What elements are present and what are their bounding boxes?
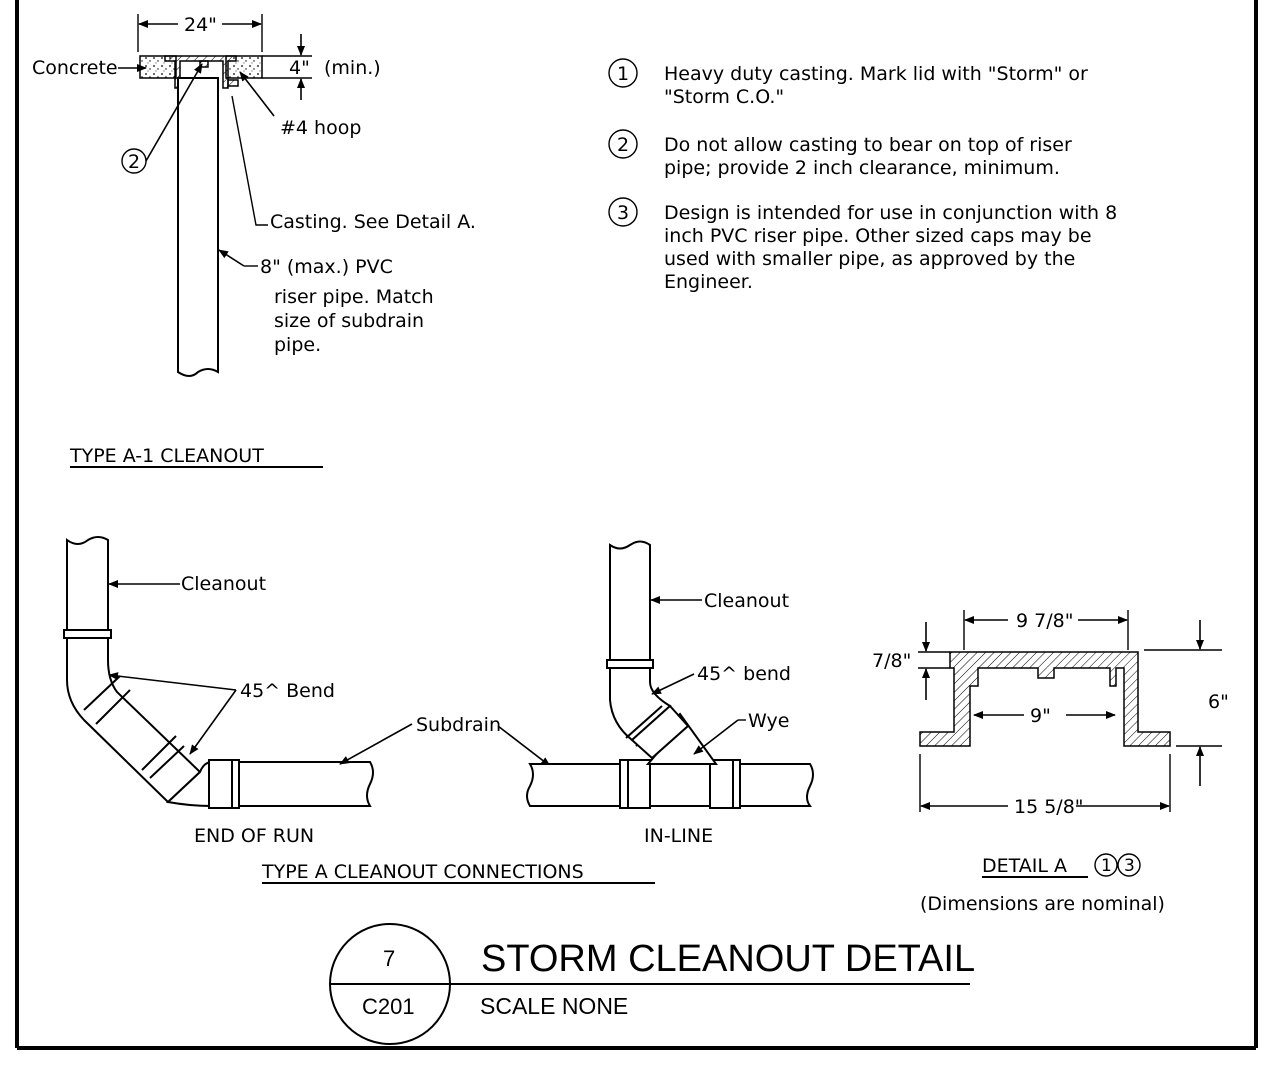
svg-text:Heavy duty casting. Mark lid: Heavy duty casting. Mark lid with "Storm… — [664, 63, 1088, 85]
sheet-number: C201 — [362, 994, 415, 1019]
in-line-figure: Cleanout 45^ bend Wye IN-LINE — [526, 540, 814, 847]
title-type-a1: TYPE A-1 CLEANOUT — [69, 445, 264, 467]
svg-text:pipe.: pipe. — [274, 334, 321, 356]
label-subdrain: Subdrain — [416, 714, 501, 736]
drawing-scale: SCALE NONE — [480, 993, 628, 1019]
dim-4-note: (min.) — [324, 57, 381, 79]
label-bend-45-inline: 45^ bend — [697, 663, 791, 685]
dim-4: 4" — [289, 57, 310, 79]
title-detail-a: DETAIL A — [982, 855, 1067, 877]
dim-9-7-8: 9 7/8" — [1016, 610, 1073, 632]
svg-text:1: 1 — [617, 63, 629, 85]
riser-pipe — [177, 77, 219, 377]
drawing-title: STORM CLEANOUT DETAIL — [481, 938, 975, 980]
note-1: 1 Heavy duty casting. Mark lid with "Sto… — [608, 58, 1088, 108]
label-concrete: Concrete — [32, 57, 118, 79]
sheet-border — [15, 0, 1258, 1050]
note-3: 3 Design is intended for use in conjunct… — [608, 197, 1117, 293]
casting — [164, 55, 237, 89]
title-block: 7 C201 STORM CLEANOUT DETAIL SCALE NONE — [329, 923, 975, 1045]
svg-text:Engineer.: Engineer. — [664, 271, 753, 293]
svg-text:Do not allow casting to bear o: Do not allow casting to bear on top of r… — [664, 134, 1072, 156]
svg-text:8" (max.) PVC: 8" (max.) PVC — [260, 256, 393, 278]
end-of-run-figure: Cleanout 45^ Bend END OF RUN — [63, 536, 374, 847]
svg-text:riser pipe. Match: riser pipe. Match — [274, 286, 434, 308]
svg-text:pipe; provide 2 inch clearance: pipe; provide 2 inch clearance, minimum. — [664, 157, 1060, 179]
detail-a-figure: 9 7/8" 9" 15 5/8" 7/8" 6" DETAIL A 1 3 (… — [872, 610, 1229, 915]
label-end-of-run: END OF RUN — [194, 825, 314, 847]
label-in-line: IN-LINE — [644, 825, 713, 847]
dim-24: 24" — [184, 14, 217, 36]
label-casting: Casting. See Detail A. — [270, 211, 476, 233]
dim-15-5-8: 15 5/8" — [1014, 796, 1084, 818]
subdrain-label-group: Subdrain — [339, 714, 551, 767]
note-2: 2 Do not allow casting to bear on top of… — [608, 129, 1072, 179]
svg-text:inch PVC riser pipe. Other siz: inch PVC riser pipe. Other sized caps ma… — [664, 225, 1092, 247]
detail-a-note: (Dimensions are nominal) — [920, 893, 1165, 915]
svg-text:Design is intended for use in: Design is intended for use in conjunctio… — [664, 202, 1117, 224]
detail-a-callout-3: 3 — [1124, 856, 1135, 876]
svg-text:2: 2 — [617, 134, 629, 156]
label-bend-45: 45^ Bend — [240, 680, 335, 702]
title-connections: TYPE A CLEANOUT CONNECTIONS — [261, 861, 584, 883]
notes: 1 Heavy duty casting. Mark lid with "Sto… — [608, 58, 1117, 293]
dim-6: 6" — [1208, 691, 1229, 713]
svg-text:"Storm C.O.": "Storm C.O." — [664, 86, 784, 108]
callout-2: 2 — [128, 151, 140, 173]
detail-a-callout-1: 1 — [1101, 856, 1112, 876]
detail-a-casting — [919, 651, 1171, 747]
svg-text:size of subdrain: size of subdrain — [274, 310, 424, 332]
label-wye: Wye — [748, 710, 789, 732]
label-hoop: #4 hoop — [280, 117, 361, 139]
svg-text:3: 3 — [617, 202, 629, 224]
label-cleanout-end: Cleanout — [181, 573, 266, 595]
dim-9: 9" — [1030, 705, 1051, 727]
type-a1-cleanout-figure: 24" 4" (min.) Concrete #4 hoop 2 Casting… — [32, 14, 476, 468]
detail-number: 7 — [383, 946, 395, 971]
svg-text:used with smaller pipe, as app: used with smaller pipe, as approved by t… — [664, 248, 1075, 270]
label-cleanout-inline: Cleanout — [704, 590, 789, 612]
dim-7-8: 7/8" — [872, 650, 911, 672]
label-riser: 8" (max.) PVC riser pipe. Match size of … — [260, 256, 434, 356]
